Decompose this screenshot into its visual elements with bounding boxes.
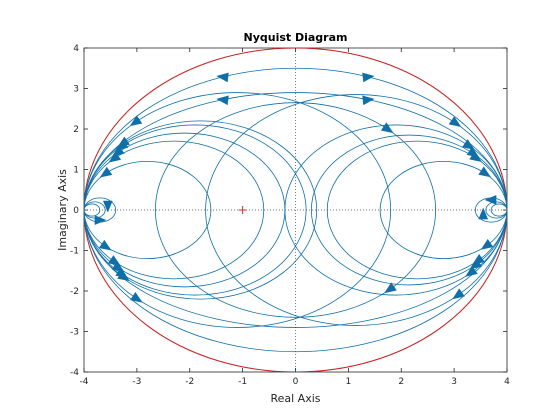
y-tick-label-7: 3 (73, 85, 79, 95)
nyquist-curve-4 (84, 120, 318, 300)
nyquist-curve-1 (84, 140, 265, 280)
direction-arrow-8 (117, 136, 130, 148)
y-tick-label-0: -4 (70, 368, 79, 378)
direction-arrow-27 (484, 195, 497, 205)
y-tick-label-5: 1 (73, 166, 79, 176)
x-tick-label-5: 1 (346, 377, 352, 387)
direction-arrow-4 (112, 145, 125, 157)
nyquist-curve-7 (205, 94, 507, 326)
direction-arrow-29 (216, 72, 229, 83)
direction-arrow-26 (94, 215, 107, 225)
direction-arrow-0 (99, 166, 113, 178)
x-tick-label-8: 4 (504, 377, 510, 387)
x-tick-label-1: -3 (132, 377, 141, 387)
direction-arrow-16 (462, 139, 475, 150)
y-tick-label-1: -3 (70, 328, 79, 338)
nyquist-arch-1 (84, 92, 507, 328)
y-tick-label-2: -2 (70, 287, 79, 297)
x-tick-label-0: -4 (80, 377, 89, 387)
y-tick-label-8: 4 (73, 44, 79, 54)
x-tick-label-2: -2 (185, 377, 194, 387)
direction-arrow-24 (102, 200, 113, 213)
direction-arrow-2 (108, 151, 122, 163)
x-axis-label: Real Axis (270, 392, 320, 405)
x-tick-label-3: -1 (238, 377, 247, 387)
direction-arrow-11 (130, 291, 143, 303)
direction-arrow-21 (472, 254, 485, 265)
direction-arrow-13 (384, 282, 397, 294)
direction-arrow-17 (465, 265, 478, 277)
nyquist-arch-0 (84, 67, 507, 353)
direction-arrow-1 (98, 239, 112, 251)
direction-arrow-20 (469, 151, 482, 163)
direction-arrow-22 (478, 166, 491, 178)
direction-arrow-23 (480, 239, 494, 250)
direction-arrow-9 (117, 270, 130, 282)
y-tick-label-3: -1 (70, 247, 79, 257)
direction-arrow-31 (216, 95, 229, 106)
direction-arrow-10 (129, 115, 143, 127)
ticks-layer: -4 -3 -2 -1 0 1 2 3 4 -4 -3 -2 -1 0 1 2 3 4 (70, 44, 510, 387)
y-axis-label: Imaginary Axis (56, 169, 69, 251)
marker-layer (238, 206, 247, 214)
y-tick-label-6: 2 (73, 125, 79, 135)
chart-title: Nyquist Diagram (244, 31, 348, 44)
direction-arrow-15 (452, 288, 465, 300)
x-tick-label-4: 0 (293, 377, 299, 387)
direction-arrow-30 (362, 95, 375, 106)
direction-arrow-12 (380, 122, 394, 134)
zero-lines (84, 48, 507, 372)
direction-arrow-14 (448, 116, 462, 128)
x-tick-label-6: 2 (398, 377, 404, 387)
arrows-layer (94, 72, 497, 303)
nyquist-curve-17 (490, 203, 507, 217)
x-tick-label-7: 3 (451, 377, 457, 387)
direction-arrow-25 (478, 207, 489, 220)
direction-arrow-28 (362, 72, 375, 83)
y-tick-label-4: 0 (73, 206, 79, 216)
